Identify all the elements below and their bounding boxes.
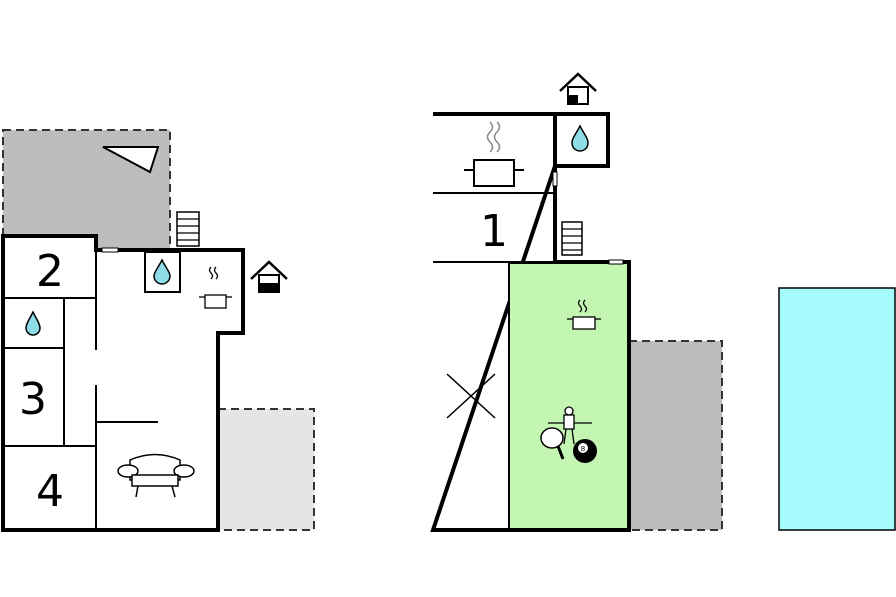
- swimming-pool: [778, 287, 896, 531]
- right-door-marker-vertical: [552, 171, 558, 187]
- entrance-house-icon: [559, 72, 597, 105]
- terrace-right: [628, 340, 723, 531]
- kitchen-pot-icon: [199, 266, 232, 309]
- bathroom-drop-icon: [571, 124, 589, 152]
- billiard-eight-ball-icon: 8: [573, 439, 597, 463]
- sofa-icon: [117, 453, 195, 498]
- bathroom-drop-icon: [153, 258, 171, 285]
- room-number-4: 4: [36, 466, 64, 517]
- stairs-icon: [176, 211, 200, 247]
- stairs-icon: [561, 221, 583, 256]
- right-door-marker: [608, 259, 624, 265]
- cooking-pot-steam-icon: [464, 121, 524, 187]
- left-interior-walls: [3, 250, 158, 530]
- entrance-house-icon: [250, 260, 288, 293]
- x-mark-icon: [446, 373, 496, 419]
- left-building: 2 3 4: [1, 129, 315, 532]
- right-building: 1: [430, 72, 723, 532]
- room-number-2: 2: [36, 246, 64, 297]
- room-number-1: 1: [480, 206, 508, 257]
- patio-triangle-icon: [102, 146, 160, 174]
- foosball-player-icon: [548, 406, 592, 445]
- kitchen-pot-icon: [567, 299, 601, 330]
- terrace-bottom-right: [217, 408, 315, 531]
- table-tennis-icon: [540, 427, 565, 460]
- left-door-marker: [101, 247, 119, 253]
- bathroom-drop-icon: [25, 310, 41, 336]
- svg-text:8: 8: [581, 445, 585, 453]
- activity-room: [508, 262, 629, 530]
- right-interior-walls: [433, 192, 555, 530]
- room-number-3: 3: [19, 374, 47, 425]
